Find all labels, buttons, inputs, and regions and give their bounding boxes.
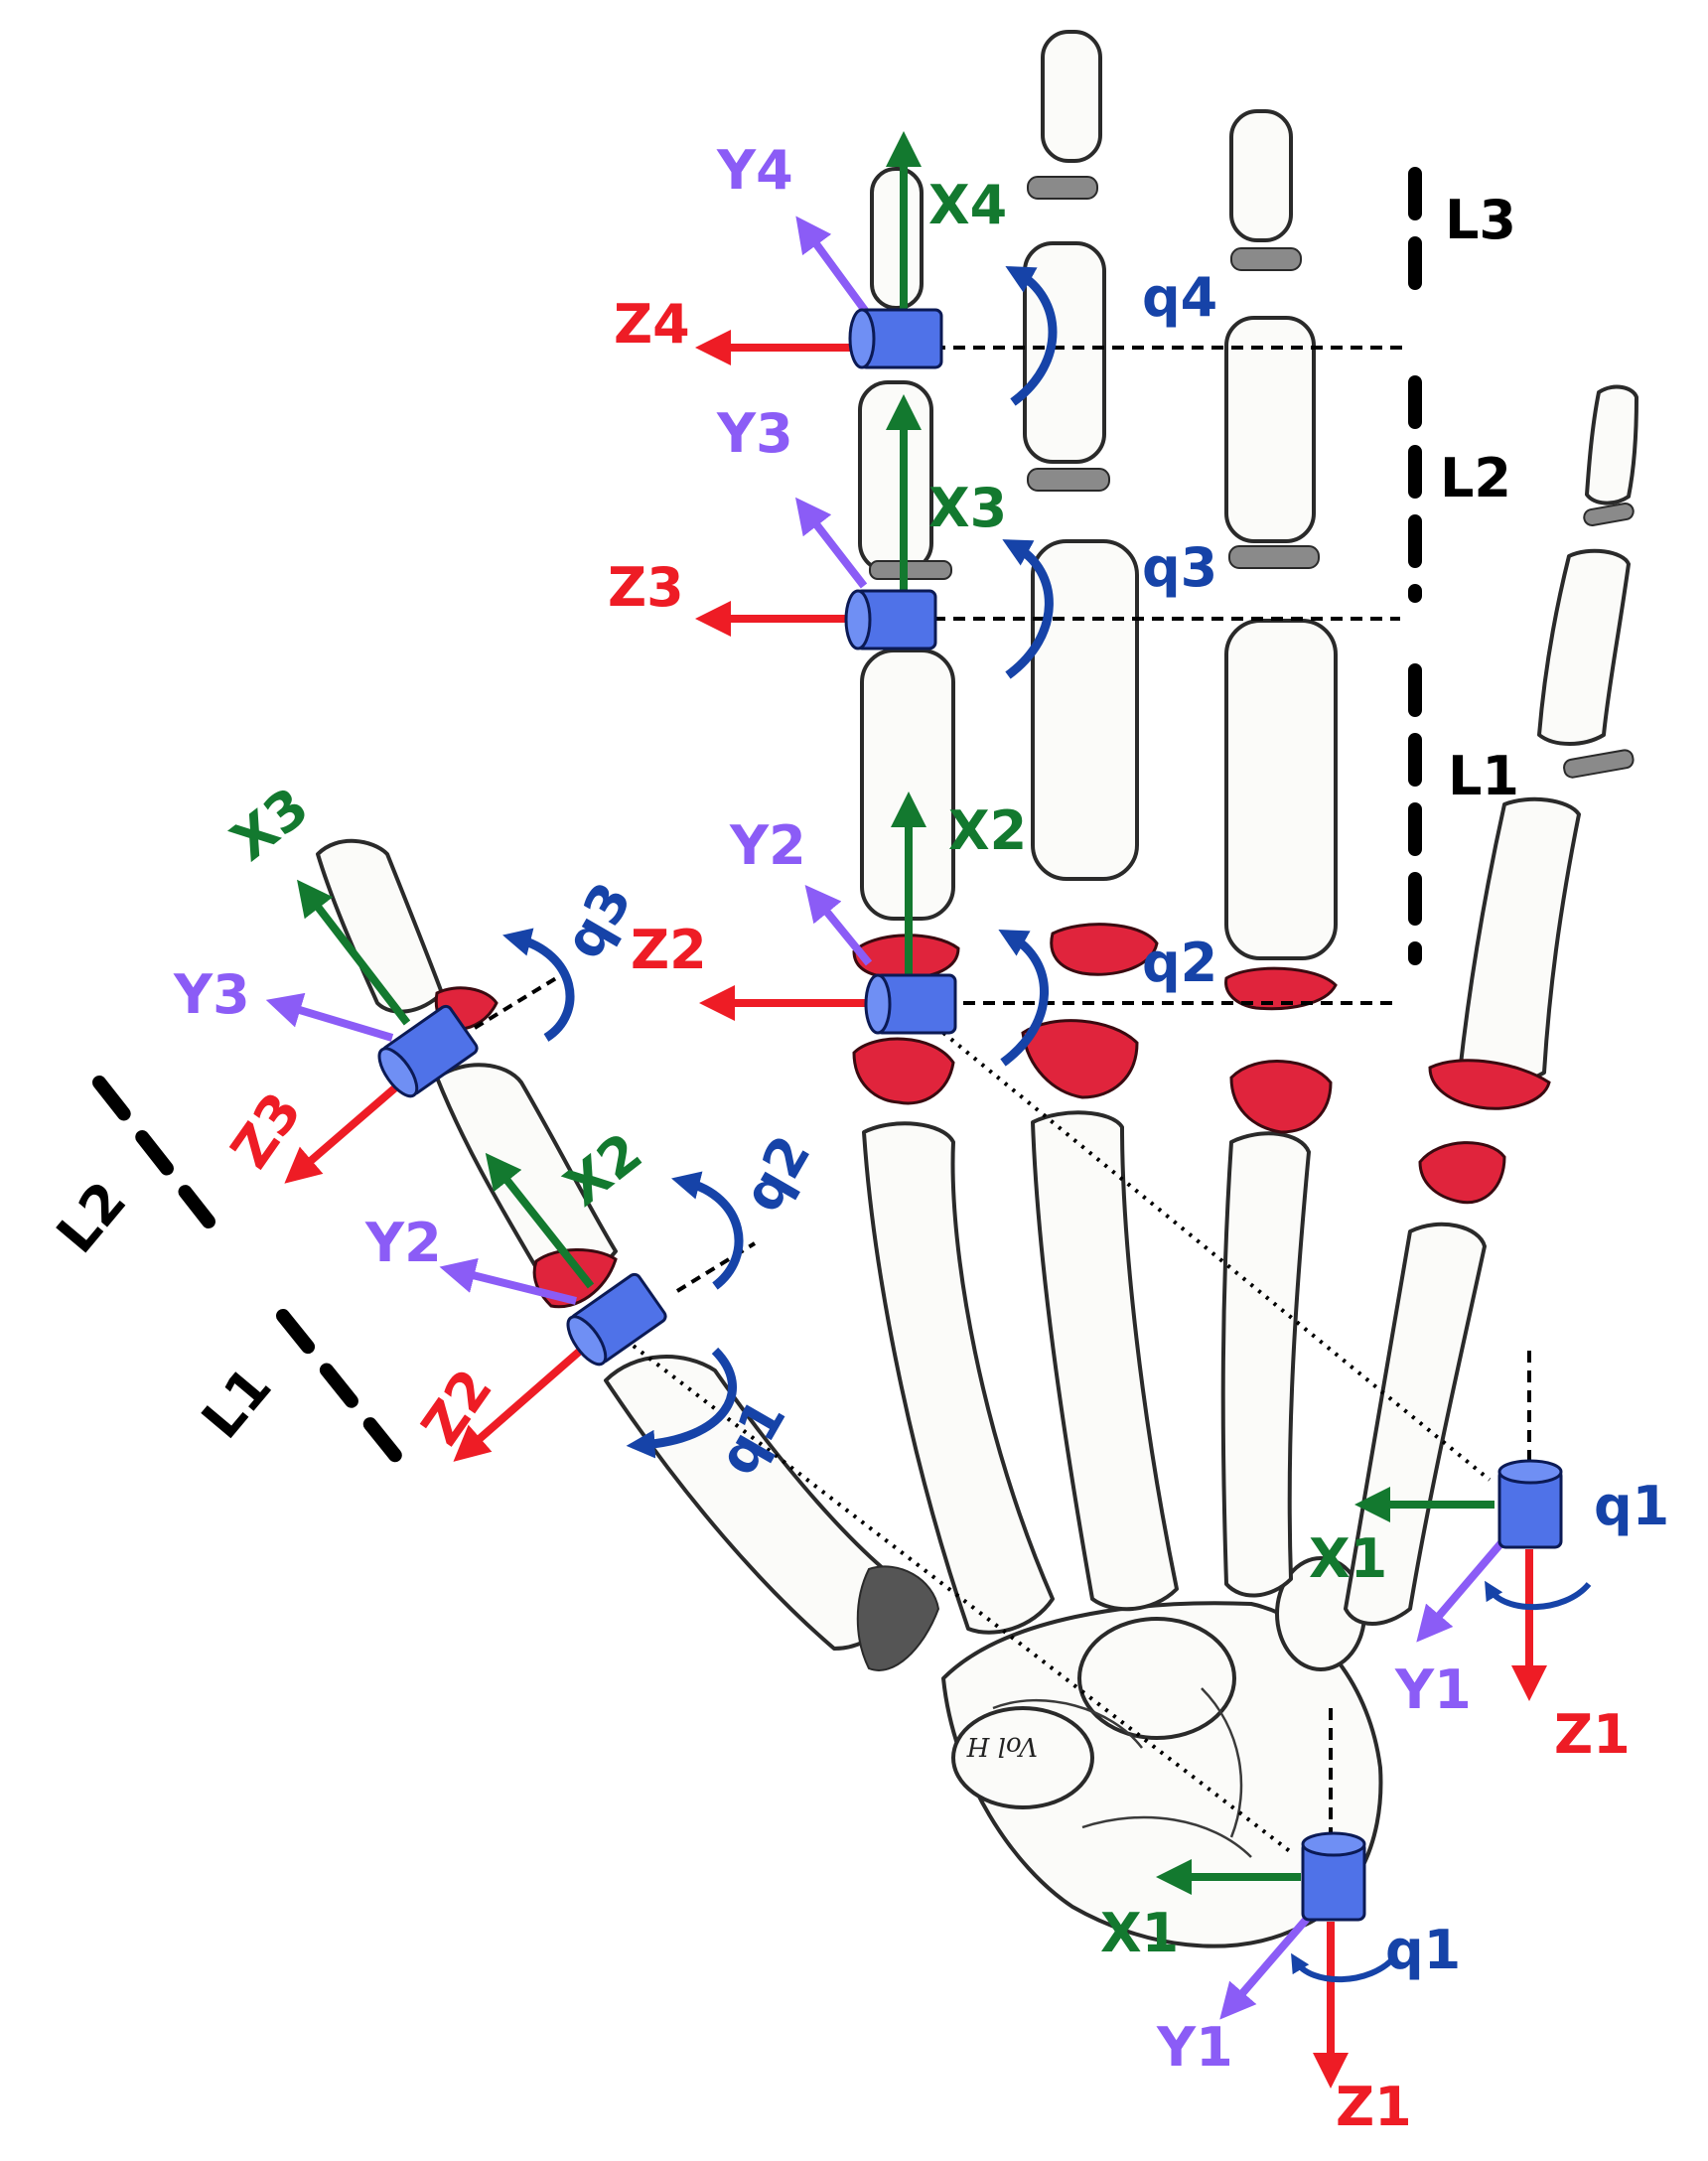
finger-x3-label: X3 xyxy=(928,477,1007,539)
ring-middle-phalanx xyxy=(1224,316,1316,543)
thumb-base-y1-label: Y1 xyxy=(1156,2016,1233,2079)
link-markers xyxy=(92,167,1422,1465)
index-distal-phalanx xyxy=(870,167,924,310)
finger-base-joint-1 xyxy=(1497,1459,1563,1549)
thumb-rotation-arcs xyxy=(502,928,744,1459)
thumb-sesamoid xyxy=(856,1565,940,1671)
finger-frame-2: X2 Y2 Z2 xyxy=(631,792,1027,1021)
middle-middle-phalanx xyxy=(1023,241,1106,464)
q3-arc xyxy=(1002,539,1054,679)
finger-frame-3: X3 Y3 Z3 xyxy=(608,394,1007,637)
thumb-y3-label: Y3 xyxy=(173,963,250,1026)
middle-metacarpal xyxy=(1031,1110,1179,1612)
thumb-q2-arc xyxy=(671,1171,744,1290)
little-metacarpal xyxy=(1344,1222,1487,1626)
link-l2-label: L2 xyxy=(1440,447,1511,509)
middle-distal-phalanx xyxy=(1041,30,1102,163)
finger-y2-label: Y2 xyxy=(729,814,806,877)
ring-metacarpal xyxy=(1220,1131,1311,1598)
thumb-link-l1-bar xyxy=(276,1309,404,1465)
cartilage-caps xyxy=(434,923,1551,1309)
finger-joint-4 xyxy=(848,308,943,369)
link-l1-label: L1 xyxy=(1448,745,1519,807)
thumb-base-joint-1 xyxy=(1301,1831,1366,1922)
thumb-joint-3 xyxy=(377,1004,479,1098)
little-proximal-phalanx xyxy=(1458,796,1581,1086)
thumb-base-z1-label: Z1 xyxy=(1336,2076,1412,2138)
q3-label: q3 xyxy=(1142,536,1217,599)
ring-distal-phalanx xyxy=(1229,109,1293,242)
index-metacarpal xyxy=(862,1121,1055,1635)
finger-joint-3 xyxy=(844,589,937,650)
q4-label: q4 xyxy=(1142,266,1217,329)
finger-x4-label: X4 xyxy=(928,174,1007,236)
hand-skeleton-illustration: Vol H xyxy=(316,30,1638,1948)
thumb-z2-label: Z2 xyxy=(409,1358,504,1456)
thumb-q2-label: q2 xyxy=(731,1125,823,1223)
middle-proximal-phalanx xyxy=(1031,539,1139,881)
q2-arc xyxy=(998,929,1049,1067)
thumb-link-l1-label: L1 xyxy=(190,1356,284,1451)
thumb-frame-3: X3 Y3 Z3 xyxy=(173,776,411,1184)
carpal-bones xyxy=(941,1601,1383,1948)
finger-z3-label: Z3 xyxy=(608,556,684,619)
finger-y3-label: Y3 xyxy=(716,402,793,465)
finger-base-x1-label: X1 xyxy=(1309,1527,1387,1590)
thumb-q3-arc xyxy=(502,928,575,1042)
q4-arc xyxy=(1005,265,1058,406)
thumb-link-l2-bar xyxy=(92,1076,215,1228)
thumb-link-l2-label: L2 xyxy=(45,1170,139,1265)
thumb-joint-2 xyxy=(566,1272,667,1367)
finger-joint-2 xyxy=(864,973,957,1035)
little-distal-phalanx xyxy=(1585,384,1638,505)
thumb-base-x1-label: X1 xyxy=(1100,1902,1179,1964)
finger-z4-label: Z4 xyxy=(614,293,690,356)
index-middle-phalanx xyxy=(858,380,933,573)
finger-frame-4: X4 Y4 Z4 xyxy=(614,131,1007,365)
carpal-scaphoid xyxy=(951,1706,1094,1809)
thumb-q1-arc xyxy=(626,1347,737,1459)
carpal-hamate xyxy=(1077,1617,1236,1740)
thumb-x3-label: X3 xyxy=(219,776,320,873)
link-l3-label: L3 xyxy=(1445,189,1516,251)
finger-base-y1-label: Y1 xyxy=(1394,1658,1472,1721)
finger-base-z1-label: Z1 xyxy=(1554,1703,1631,1766)
reference-lines xyxy=(473,346,1531,1854)
ring-proximal-phalanx xyxy=(1224,619,1338,960)
thumb-base-frame-1: X1 Y1 Z1 q1 xyxy=(1100,1859,1461,2138)
thumb-z3-label: Z3 xyxy=(218,1081,314,1180)
thumb-proximal-phalanx xyxy=(435,1063,618,1282)
finger-x2-label: X2 xyxy=(948,799,1027,862)
little-middle-phalanx xyxy=(1537,548,1631,746)
finger-rotation-arcs xyxy=(998,265,1058,1067)
finger-y4-label: Y4 xyxy=(716,139,793,202)
finger-z2-label: Z2 xyxy=(631,919,707,981)
finger-base-q1-label: q1 xyxy=(1594,1475,1669,1537)
thumb-base-q1-label: q1 xyxy=(1385,1919,1461,1981)
illustrator-signature: Vol H xyxy=(965,1731,1038,1761)
q2-label: q2 xyxy=(1142,932,1217,994)
thumb-y2-label: Y2 xyxy=(364,1212,442,1274)
finger-base-frame-1: X1 Y1 Z1 q1 xyxy=(1309,1475,1669,1766)
